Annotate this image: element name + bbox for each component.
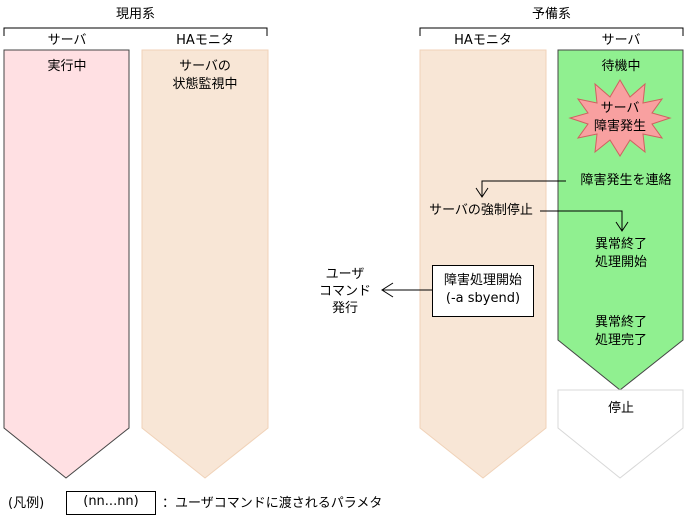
standby-server-status: 待機中: [601, 59, 641, 74]
standby-ha-column: [419, 49, 547, 479]
user-command-line2: コマンド: [318, 284, 371, 299]
command-box: 障害処理開始 (-a sbyend): [432, 265, 534, 317]
standby-ha-header: HAモニタ: [454, 33, 512, 48]
command-box-line2: (-a sbyend): [445, 291, 521, 306]
active-ha-status-line2: 状態監視中: [172, 77, 238, 92]
user-command-line3: 発行: [331, 301, 358, 316]
active-ha-header: HAモニタ: [176, 33, 234, 48]
standby-group-bracket: [419, 27, 684, 36]
active-server-status: 実行中: [47, 59, 87, 74]
force-stop-arrow: [540, 210, 623, 230]
command-box-line1: 障害処理開始: [443, 273, 522, 288]
active-group-title: 現用系: [115, 7, 155, 22]
burst-text-line2: 障害発生: [593, 119, 646, 134]
standby-group-title: 予備系: [531, 7, 571, 22]
active-server-column: [3, 49, 130, 479]
legend-description: ：ユーザコマンドに渡されるパラメタ: [162, 496, 383, 511]
notify-failure-label: 障害発生を連絡: [580, 173, 672, 188]
legend-box: (nn...nn): [66, 491, 156, 515]
stopped-label: 停止: [607, 401, 634, 416]
user-command-arrowhead-icon: [381, 282, 394, 298]
force-stop-arrowhead-icon: [615, 221, 629, 232]
active-ha-column: [141, 49, 269, 479]
standby-stopped-shape: [557, 389, 684, 479]
notify-arrow: [481, 180, 566, 196]
abend-start-line2: 処理開始: [594, 255, 647, 270]
standby-server-header: サーバ: [601, 33, 641, 48]
failure-burst-icon: [568, 79, 672, 157]
abend-done-line2: 処理完了: [594, 333, 647, 348]
abend-start-line1: 異常終了: [594, 237, 647, 252]
notify-arrowhead-icon: [475, 187, 489, 198]
active-ha-status-line1: サーバの: [179, 59, 231, 74]
user-command-line1: ユーザ: [325, 267, 365, 282]
active-group-bracket: [3, 27, 268, 36]
legend-label: (凡例): [8, 496, 45, 511]
abend-done-line1: 異常終了: [594, 315, 647, 330]
active-server-header: サーバ: [47, 33, 87, 48]
force-stop-label: サーバの強制停止: [429, 203, 533, 218]
burst-text-line1: サーバ: [600, 101, 640, 116]
